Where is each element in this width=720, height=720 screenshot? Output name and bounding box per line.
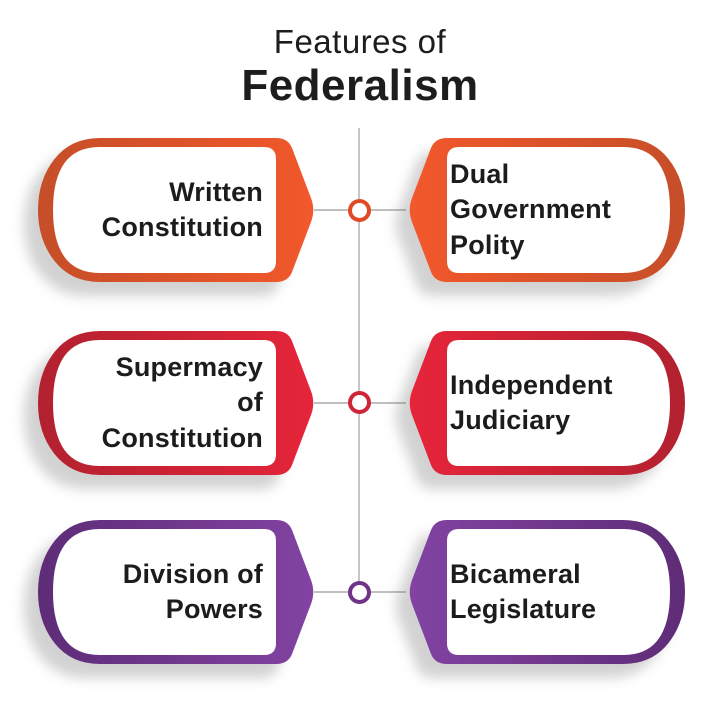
feature-shape-independent-judiciary: [409, 331, 685, 475]
node-ring: [348, 391, 371, 414]
shape-inner-fill: [53, 147, 276, 273]
feature-shape-dual-government-polity: [409, 138, 685, 282]
feature-label-supermacy-of-constitution: Supermacy of Constitution: [101, 352, 263, 453]
title-line1: Features of: [273, 23, 447, 60]
shape-inner-fill: [447, 147, 670, 273]
shape-inner-fill: [53, 529, 276, 655]
node-ring: [348, 581, 371, 604]
shape-inner-fill: [53, 340, 276, 466]
feature-shape-bicameral-legislature: [409, 520, 685, 664]
shape-inner-fill: [447, 529, 670, 655]
feature-label-division-of-powers: Division of Powers: [122, 558, 263, 624]
feature-shape-division-of-powers: [38, 520, 314, 664]
node-ring: [348, 199, 371, 222]
title-line2: Federalism: [241, 61, 479, 111]
feature-label-written-constitution: Written Constitution: [101, 176, 263, 242]
node-circle-row3: [348, 581, 371, 604]
center-spine-line: [358, 128, 360, 592]
feature-shape-written-constitution: [38, 138, 314, 282]
shape-inner-fill: [447, 340, 670, 466]
feature-label-independent-judiciary: Independent Judiciary: [450, 369, 613, 435]
feature-label-dual-government-polity: Dual Government Polity: [450, 159, 612, 260]
page-title: Features of Federalism: [0, 23, 720, 111]
node-circle-row1: [348, 199, 371, 222]
feature-label-bicameral-legislature: Bicameral Legislature: [450, 558, 597, 624]
node-circle-row2: [348, 391, 371, 414]
feature-shape-supermacy-of-constitution: [38, 331, 314, 475]
